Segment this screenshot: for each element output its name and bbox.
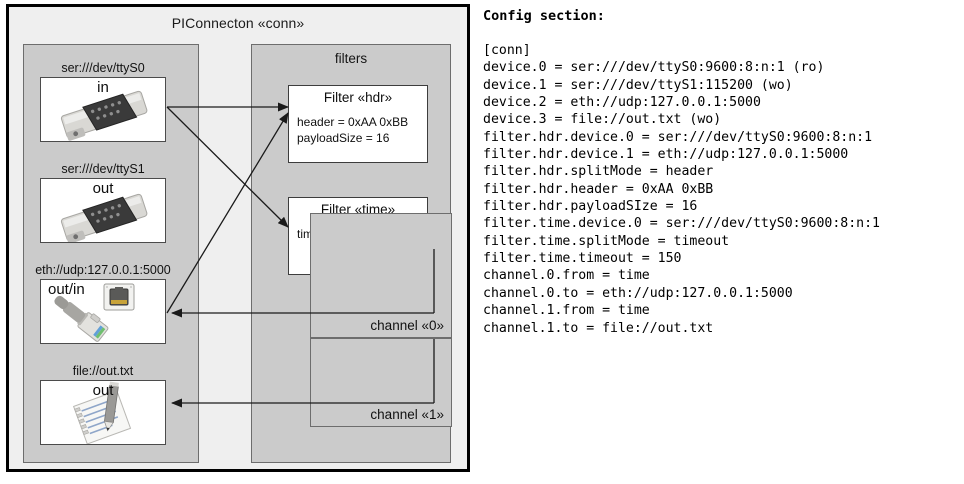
device-label: ser:///dev/ttyS0	[61, 61, 145, 75]
device-io-label: out/in	[48, 281, 85, 298]
device-label: eth://udp:127.0.0.1:5000	[35, 263, 171, 277]
diagram-title: PIConnecton «conn»	[171, 15, 305, 31]
filters-panel: filters Filter «hdr» header = 0xAA 0xBB …	[251, 44, 452, 463]
config-line: filter.hdr.device.0 = ser:///dev/ttyS0:9…	[483, 129, 873, 145]
text-document-pencil-icon	[41, 381, 165, 444]
serial-port-connector-icon	[41, 78, 165, 141]
channel-label: channel «0»	[370, 318, 444, 333]
device-label: ser:///dev/ttyS1	[61, 162, 145, 176]
config-line: channel.0.from = time	[483, 268, 650, 284]
device-io-label: out	[92, 180, 114, 197]
device-item-ser-ttyS1[interactable]: ser:///dev/ttyS1 out	[40, 160, 166, 243]
ethernet-jack-icon	[41, 280, 165, 343]
filter-props: header = 0xAA 0xBB payloadSize = 16	[297, 114, 408, 146]
device-box[interactable]: out/in	[40, 279, 166, 344]
device-box[interactable]: out	[40, 380, 166, 445]
filters-panel-title: filters	[334, 51, 368, 66]
device-item-file-out[interactable]: file://out.txt out	[40, 362, 166, 445]
filter-card-hdr[interactable]: Filter «hdr» header = 0xAA 0xBB payloadS…	[288, 85, 428, 163]
config-line: device.1 = ser:///dev/ttyS1:115200 (wo)	[483, 77, 793, 93]
filter-title: Filter «hdr»	[323, 90, 393, 105]
config-line: [conn]	[483, 43, 531, 58]
serial-port-connector-icon	[41, 179, 165, 242]
device-io-label: in	[97, 79, 109, 96]
device-io-label: out	[92, 382, 114, 399]
config-line: filter.time.device.0 = ser:///dev/ttyS0:…	[483, 216, 880, 232]
config-line: device.0 = ser:///dev/ttyS0:9600:8:n:1 (…	[483, 60, 825, 76]
config-line: filter.hdr.splitMode = header	[483, 164, 714, 180]
config-line: filter.hdr.header = 0xAA 0xBB	[483, 181, 714, 197]
config-line: filter.time.timeout = 150	[483, 251, 682, 267]
diagram-outer-frame: PIConnecton «conn» ser:///dev/ttyS0 in	[6, 4, 470, 472]
device-item-ser-ttyS0[interactable]: ser:///dev/ttyS0 in	[40, 59, 166, 142]
channel-label: channel «1»	[370, 407, 444, 422]
device-box[interactable]: in	[40, 77, 166, 142]
device-box[interactable]: out	[40, 178, 166, 243]
channel-box-1[interactable]: channel «1»	[310, 338, 452, 427]
config-section-body: [conn] device.0 = ser:///dev/ttyS0:9600:8…	[483, 42, 880, 337]
filter-prop: payloadSize = 16	[297, 131, 390, 145]
channel-box-0[interactable]: channel «0»	[310, 213, 452, 338]
device-item-eth-udp[interactable]: eth://udp:127.0.0.1:5000 out/in	[35, 261, 171, 344]
config-line: device.2 = eth://udp:127.0.0.1:5000	[483, 95, 761, 111]
device-label: file://out.txt	[72, 364, 134, 378]
config-line: channel.1.from = time	[483, 303, 650, 319]
config-line: filter.time.splitMode = timeout	[483, 233, 730, 249]
devices-panel: ser:///dev/ttyS0 in	[23, 44, 199, 463]
config-section: Config section: [conn] device.0 = ser:///…	[481, 0, 964, 484]
config-line: filter.hdr.payloadSIze = 16	[483, 199, 698, 215]
config-line: device.3 = file://out.txt (wo)	[483, 112, 722, 128]
filter-prop: header = 0xAA 0xBB	[297, 115, 409, 129]
config-line: filter.hdr.device.1 = eth://udp:127.0.0.…	[483, 147, 849, 163]
config-line: channel.0.to = eth://udp:127.0.0.1:5000	[483, 285, 793, 301]
config-line: channel.1.to = file://out.txt	[483, 320, 714, 336]
connection-diagram: PIConnecton «conn» ser:///dev/ttyS0 in	[0, 0, 476, 484]
config-section-heading: Config section:	[483, 8, 605, 24]
